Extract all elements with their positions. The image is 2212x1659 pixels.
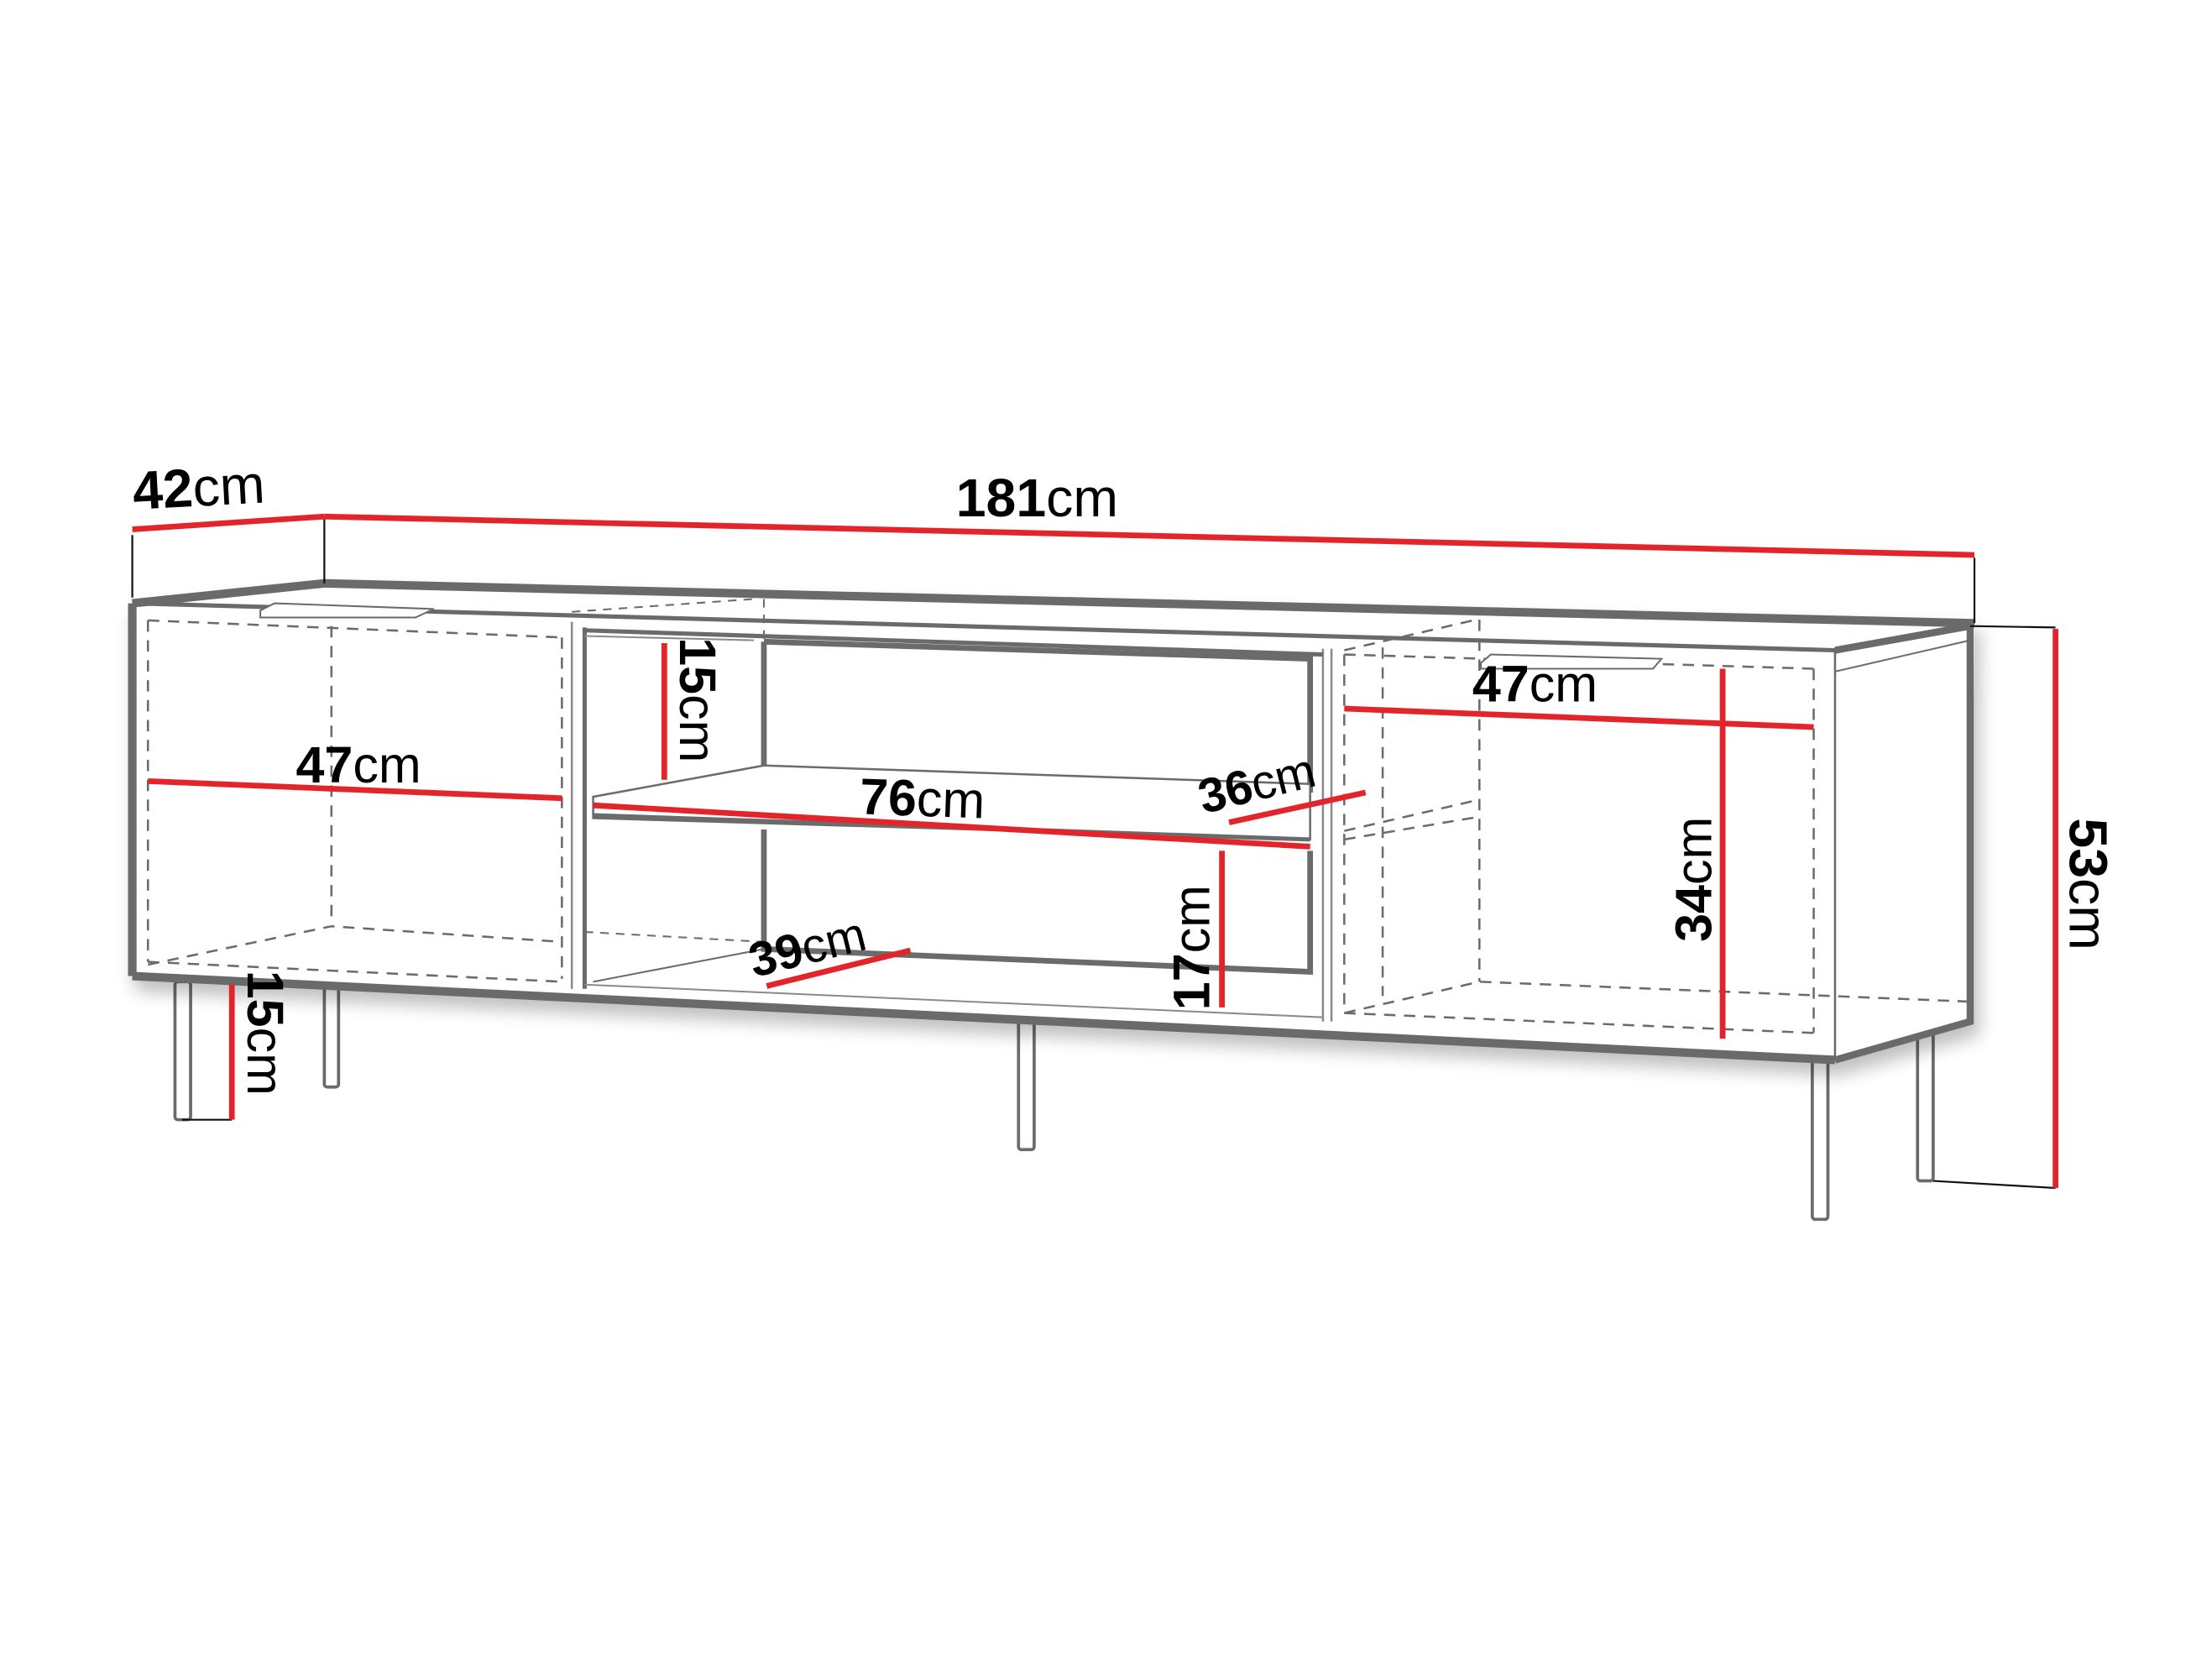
- label-depth: 42cm: [131, 454, 266, 521]
- label-height: 53cm: [2058, 818, 2119, 950]
- label-shelf-width: 76cm: [859, 767, 986, 829]
- leg-back-left: [322, 982, 341, 1089]
- dim-line-shelf-depth: [1228, 789, 1367, 825]
- leg-front-middle: [1017, 1019, 1036, 1152]
- dimension-lines: [132, 513, 2058, 1189]
- handle-left: [259, 602, 435, 619]
- middle-compartment: [570, 598, 1333, 1022]
- label-left-compartment: 47cm: [295, 736, 421, 793]
- leg-front-left: [173, 980, 192, 1122]
- leg-back-right: [1916, 1023, 1935, 1183]
- label-upper-height: 15cm: [669, 637, 726, 762]
- dim-line-shelf-width: [593, 802, 1310, 850]
- label-width: 181cm: [956, 468, 1118, 528]
- dim-line-width: [324, 513, 1975, 558]
- handle-right: [1479, 653, 1664, 670]
- label-right-height: 34cm: [1666, 817, 1723, 942]
- leg-front-right: [1810, 1058, 1830, 1222]
- label-right-compartment: 47cm: [1472, 655, 1598, 712]
- left-compartment: [146, 605, 563, 983]
- bottom-front-edge: [132, 971, 1836, 1065]
- dim-line-bottom-depth: [766, 947, 912, 989]
- label-leg-height: 15cm: [237, 971, 294, 1096]
- right-side-panel: [1833, 621, 1974, 1064]
- dim-line-left-compartment: [148, 777, 562, 802]
- extension-lines: [131, 517, 2056, 1190]
- label-lower-height: 17cm: [1163, 885, 1220, 1010]
- dim-line-depth: [132, 513, 325, 532]
- back-panel-lower: [761, 829, 1314, 975]
- right-compartment: [1343, 617, 1970, 1034]
- legs: [173, 980, 1935, 1222]
- dim-line-right-compartment: [1344, 705, 1814, 730]
